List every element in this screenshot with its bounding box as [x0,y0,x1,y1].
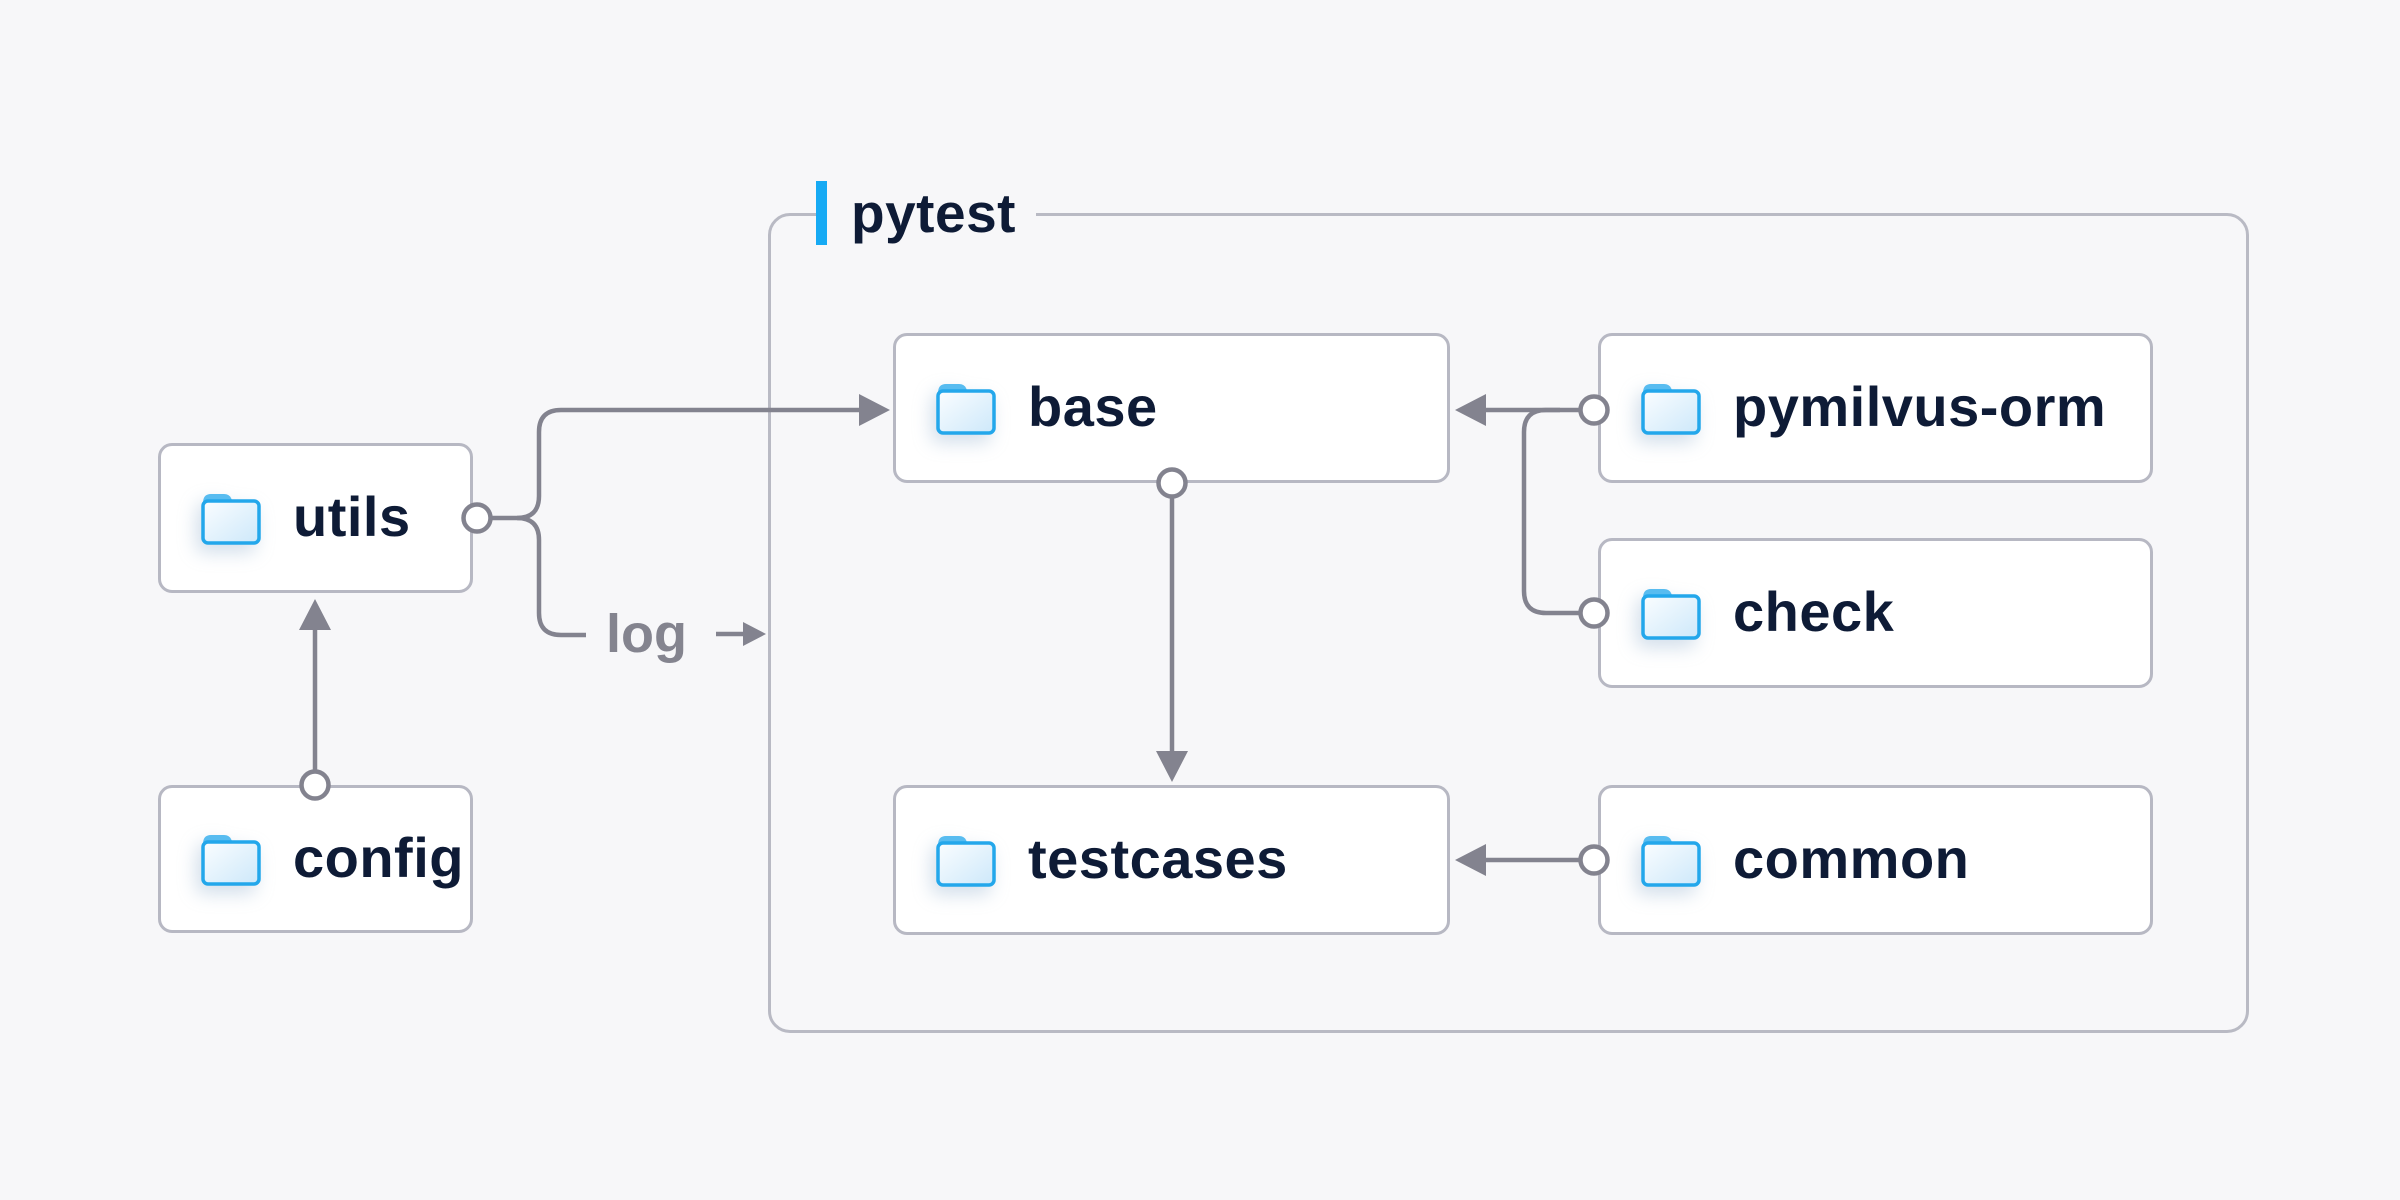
node-label: config [293,825,464,889]
arrowhead-into-utils [299,599,331,630]
folder-icon [934,380,998,436]
node-pymilvus-orm: pymilvus-orm [1598,333,2153,483]
node-label: pymilvus-orm [1733,374,2107,438]
node-label: base [1028,374,1158,438]
node-testcases: testcases [893,785,1450,935]
edge-label-log: log [606,604,687,664]
node-common: common [1598,785,2153,935]
node-label: utils [293,484,411,548]
node-label: check [1733,579,1895,643]
folder-icon [934,832,998,888]
folder-icon [199,490,263,546]
edge-utils-log [516,515,586,638]
pytest-group-container [768,213,2249,1033]
pytest-group-label: pytest [816,181,1036,245]
node-label: common [1733,826,1970,890]
node-utils: utils [158,443,473,593]
arrowhead-log [743,622,766,646]
group-label-text: pytest [851,182,1016,244]
node-label: testcases [1028,826,1288,890]
folder-icon [1639,380,1703,436]
folder-icon [1639,832,1703,888]
node-base: base [893,333,1450,483]
accent-bar [816,181,827,245]
node-check: check [1598,538,2153,688]
folder-icon [199,831,263,887]
node-config: config [158,785,473,933]
folder-icon [1639,585,1703,641]
